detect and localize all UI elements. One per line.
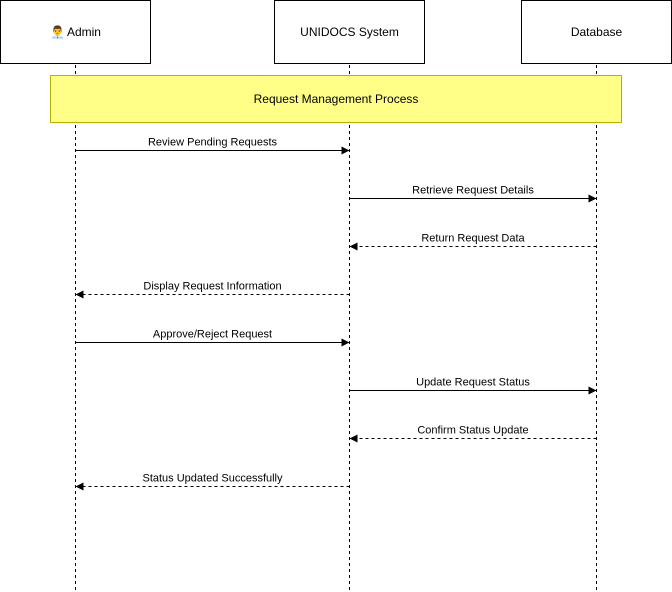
- message-label: Approve/Reject Request: [153, 329, 272, 341]
- message-label: Status Updated Successfully: [142, 473, 283, 485]
- participant-database: Database: [521, 0, 672, 64]
- message-7: Confirm Status Update: [349, 425, 597, 443]
- message-6: Update Request Status: [349, 377, 597, 395]
- message-label: Update Request Status: [416, 377, 530, 389]
- message-4: Display Request Information: [75, 281, 350, 299]
- participant-system-label: UNIDOCS System: [300, 25, 399, 39]
- participant-admin-label: Admin: [66, 25, 101, 39]
- message-2: Retrieve Request Details: [349, 185, 597, 203]
- participant-admin: 👨‍💼 Admin: [0, 0, 151, 64]
- message-label: Retrieve Request Details: [412, 185, 534, 197]
- message-8: Status Updated Successfully: [75, 473, 350, 491]
- message-label: Confirm Status Update: [417, 425, 528, 437]
- message-label: Return Request Data: [421, 233, 525, 245]
- message-label: Review Pending Requests: [148, 137, 278, 149]
- admin-person-icon: 👨‍💼: [50, 25, 65, 39]
- participant-database-label: Database: [570, 25, 623, 39]
- process-note-text: Request Management Process: [253, 92, 419, 106]
- message-3: Return Request Data: [349, 233, 597, 251]
- process-note: Request Management Process: [50, 75, 622, 123]
- message-5: Approve/Reject Request: [75, 329, 350, 347]
- message-1: Review Pending Requests: [75, 137, 350, 155]
- message-label: Display Request Information: [143, 281, 281, 293]
- participant-system: UNIDOCS System: [274, 0, 425, 64]
